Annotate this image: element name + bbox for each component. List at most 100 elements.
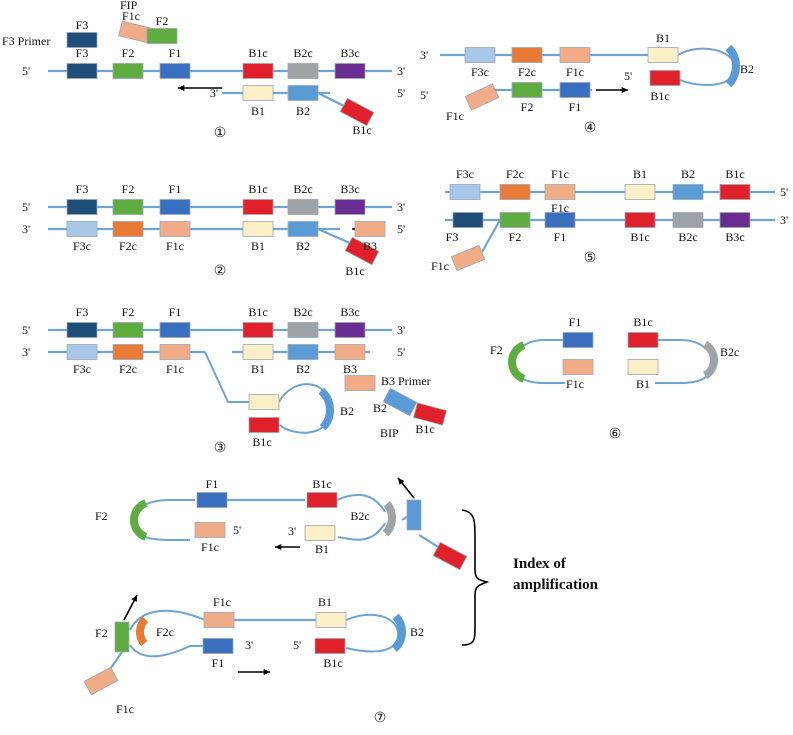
panel-number-2: ② (214, 264, 227, 279)
label-f3: F3 (76, 18, 89, 32)
extension-arrow-head (621, 86, 628, 94)
segment-b2c (287, 199, 319, 215)
label-3-prime: 3' (397, 64, 405, 78)
label-b2: B2 (296, 362, 310, 376)
segment-f2 (112, 322, 144, 338)
loop-segment-f2 (508, 341, 526, 383)
label-f3: F3 (76, 46, 89, 60)
label-f1: F1 (554, 230, 567, 244)
segment-b2 (287, 85, 319, 101)
f3-primer-label: F3 Primer (2, 34, 50, 48)
label-b2: B2 (681, 167, 695, 181)
label-f1: F1 (569, 315, 582, 329)
loop-strand (129, 609, 206, 631)
panel-number-7: ⑦ (374, 711, 387, 726)
panel-number-1: ① (214, 126, 227, 141)
label-f2: F2 (156, 14, 169, 28)
panel-number-4: ④ (584, 121, 597, 136)
segment-f2 (112, 63, 144, 79)
label-f2: F2 (95, 626, 108, 640)
label-f3: F3 (446, 230, 459, 244)
label-f2c: F2c (156, 625, 174, 639)
label-3-prime: 3' (397, 323, 405, 337)
segment-b1c (339, 97, 375, 127)
extension-arrow-head (178, 84, 185, 92)
label-5-prime: 5' (22, 200, 30, 214)
segment-f3 (66, 199, 98, 215)
label-3-prime: 3' (420, 48, 428, 62)
label-f1c: F1c (213, 595, 231, 609)
label-f2c: F2c (119, 362, 137, 376)
label-3-prime: 3' (22, 222, 30, 236)
dna-strand (481, 219, 501, 253)
label-5-prime: 5' (22, 64, 30, 78)
segment-b3 (354, 221, 386, 237)
segment-b2 (287, 221, 319, 237)
segment-f1 (159, 63, 191, 79)
label-b2c: B2c (720, 345, 739, 359)
dna-strand (418, 534, 441, 549)
label-5-prime: 5' (780, 185, 788, 199)
label-5-prime: 5' (22, 323, 30, 337)
segment-f2 (112, 199, 144, 215)
label-b1c: B1c (252, 435, 271, 449)
label-f1c: F1c (166, 362, 184, 376)
label-f1c: F1c (566, 377, 584, 391)
label-b1c: B1c (248, 46, 267, 60)
label-f2c: F2c (119, 239, 137, 253)
fip-label: FIP (120, 0, 138, 12)
segment-f3 (452, 212, 484, 228)
loop-strand (677, 47, 737, 86)
label-f1c: F1c (122, 9, 140, 23)
segment-b2 (382, 387, 418, 417)
label-b1c: B1c (630, 230, 649, 244)
label-b1c: B1c (312, 477, 331, 491)
segment-f2 (499, 212, 531, 228)
amplification-label: amplification (513, 577, 599, 593)
loop-segment-b2 (391, 613, 406, 652)
segment-b3c (334, 322, 366, 338)
label-f1c-overlap: F1c (551, 201, 569, 215)
label-f2: F2 (122, 305, 135, 319)
segment-f1c (118, 20, 152, 44)
label-5-prime: 5' (233, 523, 241, 537)
segment-f3 (66, 322, 98, 338)
label-b1c: B1c (633, 315, 652, 329)
segment-b1 (248, 394, 280, 410)
extension-arrow-head (275, 543, 282, 551)
extension-arrow-head (398, 478, 405, 485)
label-b2c: B2c (293, 305, 312, 319)
label-f1: F1 (169, 305, 182, 319)
loop-strand (129, 644, 205, 658)
segment-f1c (464, 83, 500, 111)
segment-b1 (315, 612, 347, 628)
segment-f1c (450, 244, 486, 272)
segment-b1c (242, 63, 274, 79)
label-f1c: F1c (566, 65, 584, 79)
label-f2: F2 (95, 509, 108, 523)
label-b1c: B1c (725, 167, 744, 181)
segment-b1 (242, 344, 274, 360)
label-b3c: B3c (340, 305, 359, 319)
label-b1c: B1c (248, 182, 267, 196)
label-f2: F2 (122, 182, 135, 196)
label-5-prime: 5' (397, 222, 405, 236)
loop-segment-b2 (725, 44, 740, 88)
label-f1c: F1c (116, 702, 134, 716)
segment-b2 (406, 499, 422, 531)
dna-strand (317, 227, 353, 246)
segment-b1 (242, 85, 274, 101)
segment-b1 (627, 359, 659, 375)
label-b1: B1 (656, 31, 670, 45)
label-3-prime: 3' (22, 345, 30, 359)
segment-f1 (196, 492, 228, 508)
segment-b1c (248, 417, 280, 433)
loop-segment-b2c (702, 340, 718, 380)
segment-b1c (624, 212, 656, 228)
segment-b3c (719, 212, 751, 228)
extension-arrow-head (263, 668, 270, 676)
segment-b1c (413, 402, 447, 426)
segment-f1c (83, 666, 119, 696)
